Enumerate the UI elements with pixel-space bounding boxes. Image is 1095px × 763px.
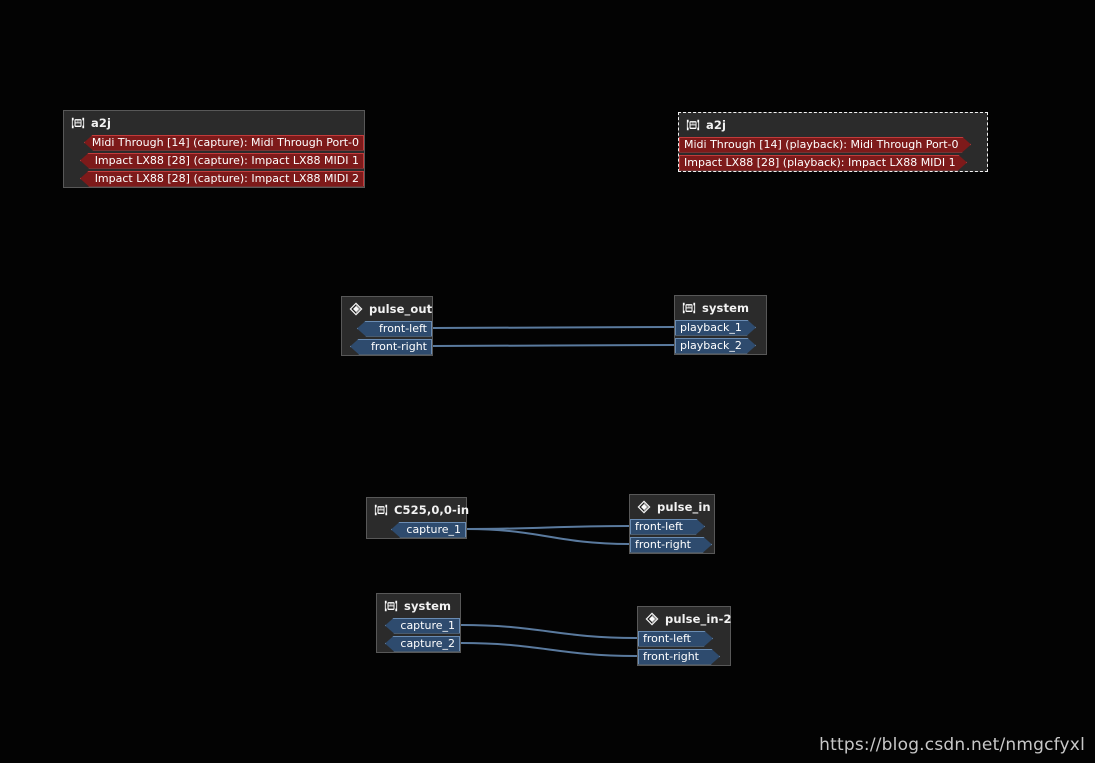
port-label: playback_1	[680, 320, 742, 334]
port-label: front-left	[635, 519, 683, 533]
midi-client-icon	[71, 117, 85, 129]
port-list: playback_1 playback_2	[675, 319, 766, 354]
port-label: playback_2	[680, 338, 742, 352]
port-p-pulsein-l[interactable]: front-left	[630, 519, 705, 535]
midi-client-icon	[682, 302, 696, 314]
client-box-system-playback[interactable]: system playback_1 playback_2	[674, 295, 767, 355]
connection-c6[interactable]	[460, 642, 638, 657]
client-box-system-capture[interactable]: system capture_1 capture_2	[376, 593, 461, 653]
port-row: playback_2	[675, 337, 766, 354]
client-box-pulse_in-2[interactable]: pulse_in-2 front-left front-right	[637, 606, 732, 666]
port-row: front-left	[630, 518, 714, 535]
port-list: front-left front-right	[630, 518, 714, 553]
client-name: pulse_in	[657, 499, 711, 514]
client-name: pulse_out	[369, 301, 433, 316]
port-row: front-left	[342, 320, 432, 337]
port-label: front-left	[643, 631, 691, 645]
port-row: front-left	[638, 630, 730, 647]
port-label: front-right	[371, 339, 427, 353]
port-p-pulsein-r[interactable]: front-right	[630, 537, 712, 553]
port-list: Midi Through [14] (playback): Midi Throu…	[679, 136, 987, 171]
port-p-sys-pb-2[interactable]: playback_2	[675, 338, 756, 354]
port-list: capture_1	[367, 521, 466, 538]
port-row: playback_1	[675, 319, 766, 336]
port-label: front-right	[635, 537, 691, 551]
port-p-a2j-c-2[interactable]: Impact LX88 [28] (capture): Impact LX88 …	[80, 170, 364, 187]
port-row: Impact LX88 [28] (playback): Impact LX88…	[679, 154, 987, 171]
port-label: Impact LX88 [28] (capture): Impact LX88 …	[94, 171, 359, 185]
client-name: a2j	[91, 115, 112, 130]
port-p-a2j-c-1[interactable]: Impact LX88 [28] (capture): Impact LX88 …	[80, 152, 364, 169]
port-p-pulsein2-r[interactable]: front-right	[638, 649, 720, 665]
port-label: Midi Through [14] (playback): Midi Throu…	[684, 137, 959, 151]
client-name: pulse_in-2	[665, 611, 732, 626]
port-label: front-left	[379, 321, 427, 335]
port-row: Midi Through [14] (playback): Midi Throu…	[679, 136, 987, 153]
audio-client-icon	[637, 500, 651, 514]
client-name: C525,0,0-in	[394, 502, 470, 517]
port-p-pulseout-l[interactable]: front-left	[357, 320, 432, 337]
port-label: capture_2	[400, 636, 455, 650]
client-header[interactable]: pulse_out	[342, 297, 432, 320]
port-p-a2j-c-0[interactable]: Midi Through [14] (capture): Midi Throug…	[84, 134, 364, 151]
port-label: capture_1	[400, 618, 455, 632]
client-name: a2j	[706, 117, 727, 132]
port-row: front-right	[638, 648, 730, 665]
connection-c1[interactable]	[432, 326, 675, 329]
midi-client-icon	[686, 119, 700, 131]
port-label: capture_1	[406, 522, 461, 536]
midi-client-icon	[384, 600, 398, 612]
port-label: front-right	[643, 649, 699, 663]
client-header[interactable]: system	[377, 594, 460, 617]
midi-client-icon	[374, 504, 388, 516]
client-box-pulse_out[interactable]: pulse_out front-left front-right	[341, 296, 433, 356]
client-name: system	[404, 598, 452, 613]
port-p-pulseout-r[interactable]: front-right	[350, 338, 432, 355]
port-list: front-left front-right	[638, 630, 730, 665]
port-row: Midi Through [14] (capture): Midi Throug…	[64, 134, 364, 151]
port-row: capture_2	[377, 635, 460, 652]
client-box-c525-in[interactable]: C525,0,0-in capture_1	[366, 497, 470, 539]
audio-client-icon	[349, 302, 363, 316]
watermark-text: https://blog.csdn.net/nmgcfyxl	[819, 735, 1085, 755]
client-name: system	[702, 300, 750, 315]
port-p-sys-pb-1[interactable]: playback_1	[675, 320, 756, 336]
port-p-pulsein2-l[interactable]: front-left	[638, 631, 713, 647]
port-p-sys-cap1[interactable]: capture_1	[385, 617, 460, 634]
port-row: capture_1	[367, 521, 466, 538]
port-list: capture_1 capture_2	[377, 617, 460, 652]
client-header[interactable]: a2j	[679, 113, 987, 136]
port-row: capture_1	[377, 617, 460, 634]
port-label: Midi Through [14] (capture): Midi Throug…	[91, 135, 359, 149]
client-box-pulse_in[interactable]: pulse_in front-left front-right	[629, 494, 715, 554]
client-header[interactable]: system	[675, 296, 766, 319]
port-row: Impact LX88 [28] (capture): Impact LX88 …	[64, 152, 364, 169]
port-row: Impact LX88 [28] (capture): Impact LX88 …	[64, 170, 364, 187]
port-p-a2j-p-1[interactable]: Impact LX88 [28] (playback): Impact LX88…	[679, 155, 967, 171]
client-header[interactable]: C525,0,0-in	[367, 498, 470, 521]
client-header[interactable]: a2j	[64, 111, 364, 134]
port-p-sys-cap2[interactable]: capture_2	[385, 635, 460, 652]
port-p-c525-cap1[interactable]: capture_1	[391, 521, 466, 538]
port-row: front-right	[630, 536, 714, 553]
client-header[interactable]: pulse_in	[630, 495, 714, 518]
client-header[interactable]: pulse_in-2	[638, 607, 732, 630]
connection-c5[interactable]	[460, 624, 638, 639]
port-label: Impact LX88 [28] (playback): Impact LX88…	[684, 155, 956, 169]
connection-c4[interactable]	[466, 528, 630, 545]
port-label: Impact LX88 [28] (capture): Impact LX88 …	[94, 153, 359, 167]
connection-c2[interactable]	[432, 344, 675, 347]
port-p-a2j-p-0[interactable]: Midi Through [14] (playback): Midi Throu…	[679, 137, 971, 153]
port-row: front-right	[342, 338, 432, 355]
port-list: Midi Through [14] (capture): Midi Throug…	[64, 134, 364, 187]
port-list: front-left front-right	[342, 320, 432, 355]
connection-c3[interactable]	[466, 525, 630, 530]
audio-client-icon	[645, 612, 659, 626]
